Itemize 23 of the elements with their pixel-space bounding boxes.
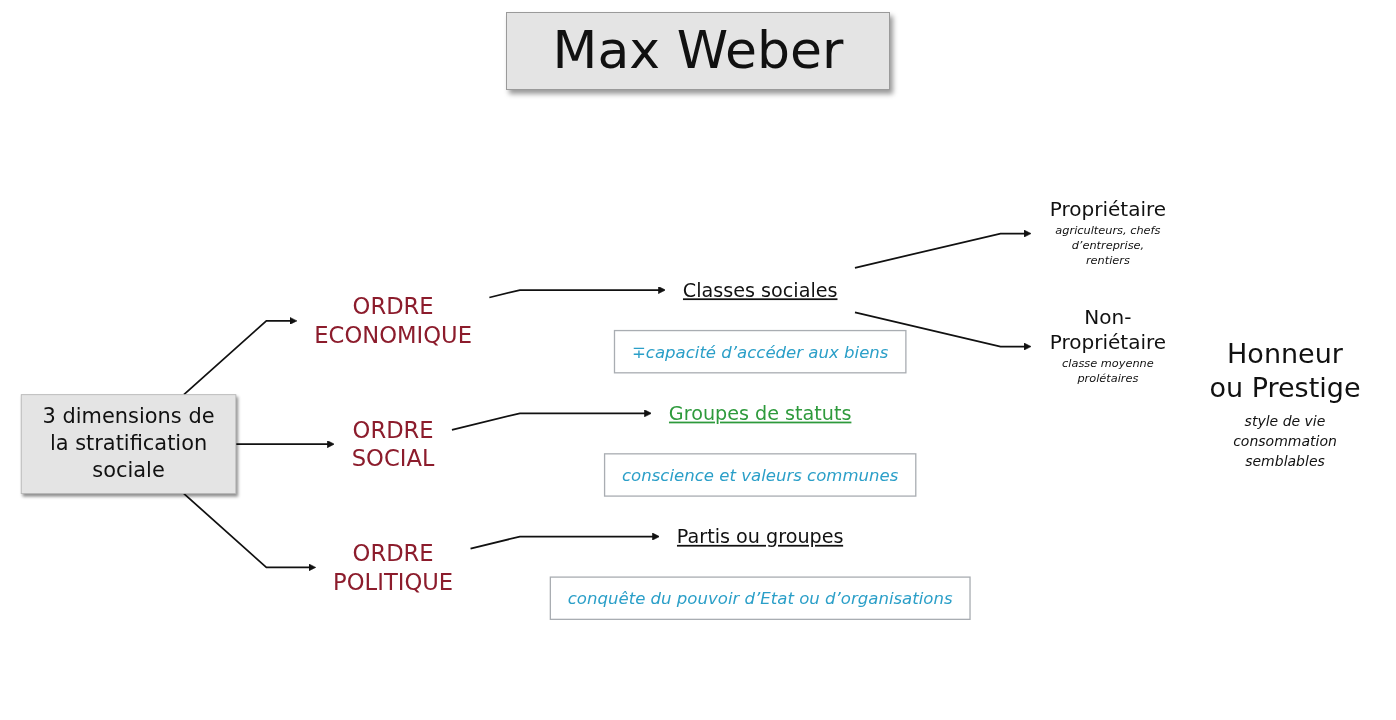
- arrow: [488, 286, 666, 299]
- arrow: [451, 409, 652, 431]
- heading-text: ORDRE POLITIQUE: [333, 540, 454, 595]
- side-heading: Honneur ou Prestige: [1208, 336, 1362, 405]
- topic-box: 3 dimensions de la stratification sociale: [20, 394, 237, 495]
- description-box: conscience et valeurs communes: [603, 453, 917, 497]
- arrow: [183, 492, 317, 572]
- arrow: [235, 440, 335, 449]
- underlined-term: Classes sociales: [682, 279, 838, 302]
- arrow: [854, 311, 1032, 351]
- arrow: [854, 229, 1032, 269]
- heading-text: ORDRE SOCIAL: [351, 416, 435, 472]
- title: Max Weber: [505, 12, 891, 90]
- underlined-term: Groupes de statuts: [668, 402, 852, 425]
- description-box: ∓capacité d’accéder aux biens: [613, 330, 907, 374]
- underlined-term: Partis ou groupes: [676, 525, 844, 548]
- category-text: Non- Propriétaire classe moyenne prolétaires: [1049, 306, 1167, 385]
- category-text: Propriétaire agriculteurs, chefs d’entreprise, rentiers: [1049, 198, 1167, 267]
- heading-text: ORDRE ECONOMIQUE: [314, 293, 472, 349]
- arrow: [183, 317, 298, 396]
- arrow: [469, 532, 660, 550]
- description-box: conquête du pouvoir d’Etat ou d’organisations: [549, 576, 971, 621]
- side-note: style de vie consommation semblables: [1232, 412, 1338, 471]
